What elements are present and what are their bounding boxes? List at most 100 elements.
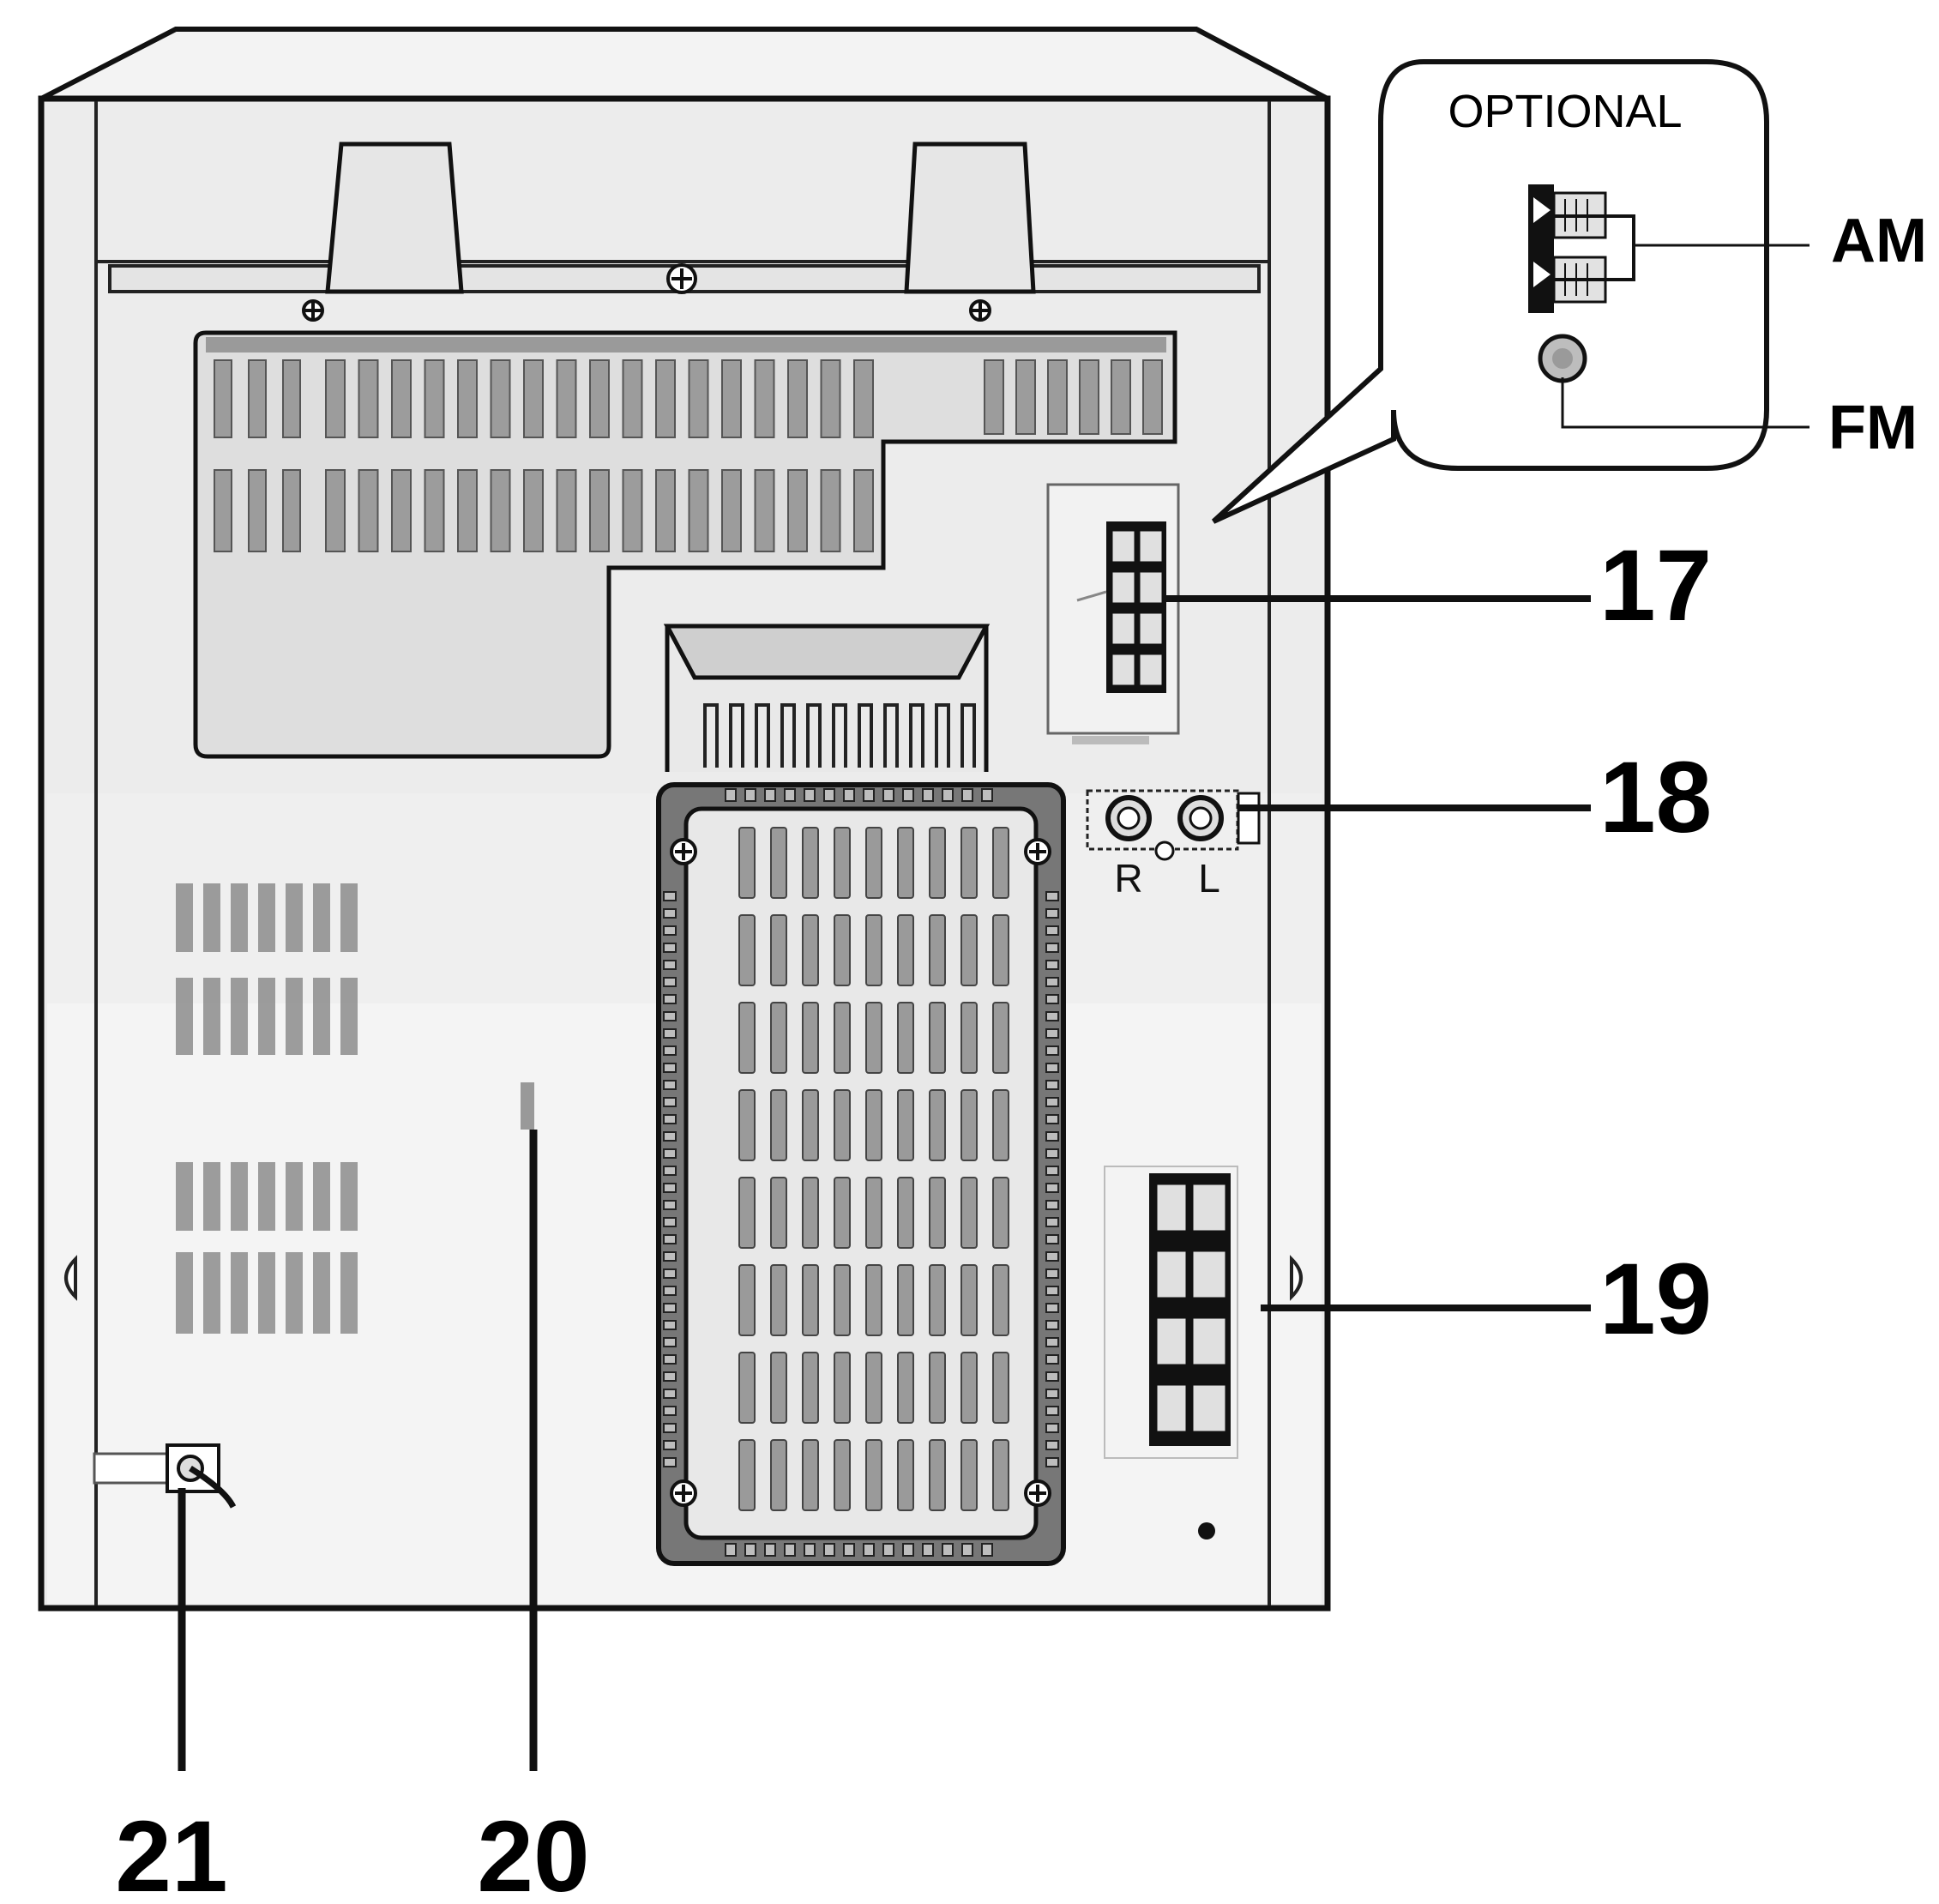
grille-slot bbox=[770, 1177, 787, 1249]
grille-edge-mark bbox=[1045, 1166, 1059, 1176]
grille-edge-mark bbox=[1045, 1097, 1059, 1107]
grille-edge-mark bbox=[663, 1354, 677, 1365]
vent-slot bbox=[258, 1162, 275, 1231]
vent-slot bbox=[340, 1252, 358, 1334]
grille-slot bbox=[770, 1002, 787, 1074]
terminal-clip bbox=[1110, 652, 1137, 688]
grille-edge-mark bbox=[663, 1080, 677, 1090]
grille-slot bbox=[738, 827, 756, 899]
grille-edge-mark bbox=[922, 788, 934, 802]
grille-edge-mark bbox=[663, 1251, 677, 1262]
grille-edge-mark bbox=[1045, 1371, 1059, 1382]
panel-screws bbox=[302, 263, 991, 322]
vent-slot bbox=[655, 359, 676, 438]
vent-slot bbox=[1015, 359, 1036, 435]
vent-slot bbox=[203, 1162, 220, 1231]
vent-slot bbox=[313, 978, 330, 1055]
terminal-clip bbox=[1137, 652, 1165, 688]
grille-edge-mark bbox=[663, 1457, 677, 1467]
grille-slot bbox=[865, 914, 882, 986]
grille-edge-mark bbox=[663, 1371, 677, 1382]
grille-slot bbox=[865, 1264, 882, 1336]
grille-edge-mark bbox=[1045, 908, 1059, 919]
vent-slot bbox=[589, 469, 610, 552]
inset-title: OPTIONAL bbox=[1448, 86, 1682, 137]
fan-fin bbox=[960, 703, 976, 768]
vent-slot bbox=[340, 883, 358, 952]
grille-slot bbox=[897, 914, 914, 986]
fan-fin bbox=[909, 703, 924, 768]
fan-fin bbox=[832, 703, 847, 768]
grille-edge-mark bbox=[981, 1543, 993, 1557]
grille-slot bbox=[929, 1264, 946, 1336]
vent-slot bbox=[721, 469, 742, 552]
grille-edge-mark bbox=[1045, 1080, 1059, 1090]
fan-fin bbox=[729, 703, 744, 768]
grille-edge-mark bbox=[663, 1045, 677, 1056]
grille-slot bbox=[738, 1264, 756, 1336]
vent-slot bbox=[358, 359, 379, 438]
grille-edge-mark bbox=[823, 788, 835, 802]
heatsink-grille bbox=[656, 782, 1066, 1566]
power-cord bbox=[93, 1443, 237, 1509]
vent-slot bbox=[248, 469, 267, 552]
vent-slot bbox=[286, 1162, 303, 1231]
callout-am: AM bbox=[1831, 207, 1927, 275]
vent-slot bbox=[424, 469, 445, 552]
callout-18: 18 bbox=[1599, 741, 1712, 854]
grille-slot bbox=[897, 1264, 914, 1336]
upper-vent-plate bbox=[193, 330, 1177, 759]
terminal-clip bbox=[1110, 528, 1137, 564]
vent-slot bbox=[853, 469, 874, 552]
fan-fin bbox=[755, 703, 770, 768]
vent-slot bbox=[214, 469, 232, 552]
vent-slot bbox=[490, 359, 511, 438]
grille-edge-mark bbox=[1045, 1234, 1059, 1244]
grille-edge-mark bbox=[902, 788, 914, 802]
jack-label-right: R bbox=[1114, 856, 1142, 901]
grille-edge-mark bbox=[1045, 1148, 1059, 1159]
grille-slot bbox=[834, 1002, 851, 1074]
grille-edge-mark bbox=[1045, 1423, 1059, 1433]
grille-edge-mark bbox=[942, 788, 954, 802]
grille-slot bbox=[738, 1002, 756, 1074]
grille-slot bbox=[992, 1089, 1009, 1161]
grille-slot bbox=[770, 1264, 787, 1336]
grille-slot bbox=[897, 1177, 914, 1249]
vent-slot bbox=[622, 469, 643, 552]
grille-slot bbox=[960, 1439, 978, 1511]
grille-slot bbox=[738, 1439, 756, 1511]
vent-slot bbox=[424, 359, 445, 438]
grille-edge-mark bbox=[663, 1097, 677, 1107]
grille-edge-mark bbox=[663, 1268, 677, 1279]
grille-edge-mark bbox=[725, 788, 737, 802]
grille-edge-mark bbox=[1045, 994, 1059, 1004]
grille-slot bbox=[834, 1177, 851, 1249]
grille-edge-mark bbox=[882, 1543, 894, 1557]
vent-slot bbox=[325, 469, 346, 552]
grille-slot bbox=[992, 1264, 1009, 1336]
grille-slot bbox=[960, 1089, 978, 1161]
fan-fin bbox=[703, 703, 719, 768]
grille-edge-mark bbox=[1045, 1303, 1059, 1313]
vent-slot bbox=[258, 883, 275, 952]
grille-edge-mark bbox=[784, 1543, 796, 1557]
fan-fin bbox=[780, 703, 796, 768]
grille-slot bbox=[738, 914, 756, 986]
vent-slot bbox=[1142, 359, 1163, 435]
vent-slot bbox=[853, 359, 874, 438]
vent-slot bbox=[203, 1252, 220, 1334]
grille-slot bbox=[770, 1352, 787, 1424]
vent-slot bbox=[523, 469, 544, 552]
grille-slot bbox=[960, 827, 978, 899]
grille-edge-mark bbox=[1045, 943, 1059, 953]
grille-slot bbox=[865, 1439, 882, 1511]
grille-edge-mark bbox=[1045, 1251, 1059, 1262]
terminal-clip bbox=[1137, 569, 1165, 606]
grille-edge-mark bbox=[863, 788, 875, 802]
grille-slot bbox=[897, 1089, 914, 1161]
grille-slot bbox=[834, 914, 851, 986]
cabinet-top-bevel bbox=[39, 27, 1329, 101]
grille-slot bbox=[802, 1177, 819, 1249]
grille-slot bbox=[992, 1352, 1009, 1424]
